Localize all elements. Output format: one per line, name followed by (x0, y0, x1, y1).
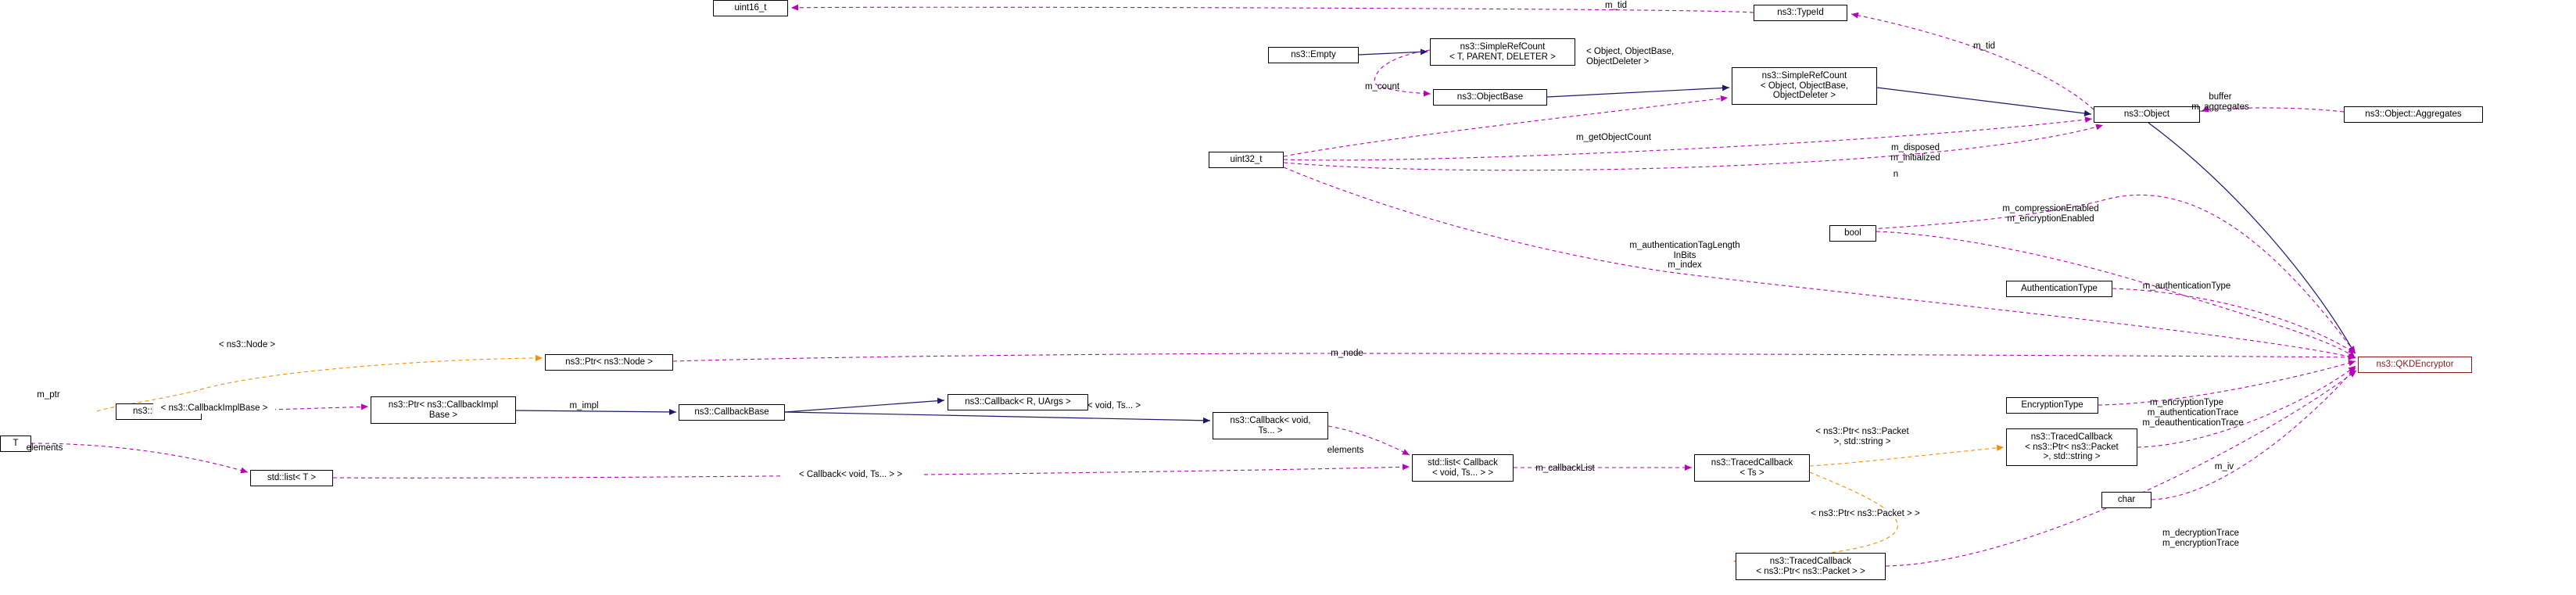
edge-label-ptr-packet-template: < ns3::Ptr< ns3::Packet > > (1795, 509, 1936, 519)
edge-label-ptr-packet-string-template: < ns3::Ptr< ns3::Packet >, std::string > (1815, 427, 1909, 446)
node-uint16-t[interactable]: uint16_t (713, 0, 788, 16)
node-ns3-ptr-node[interactable]: ns3::Ptr< ns3::Node > (545, 354, 673, 371)
edge-label-m-encryptiontype: m_encryptionType (2150, 398, 2223, 407)
node-ns3-object-aggregates[interactable]: ns3::Object::Aggregates (2344, 106, 2483, 123)
edge-label-m-authlen-index: m_authenticationTagLength InBits m_index (1629, 241, 1740, 270)
node-ns3-tracedcallback-ptr-packet-string[interactable]: ns3::TracedCallback < ns3::Ptr< ns3::Pac… (2006, 428, 2137, 466)
node-bool[interactable]: bool (1829, 225, 1876, 242)
edge-label-elements-2: elements (1327, 446, 1364, 455)
edge-label-n: n (1893, 170, 1899, 179)
node-ns3-objectbase[interactable]: ns3::ObjectBase (1433, 89, 1547, 106)
edge-label-m-authtrace: m_authenticationTrace m_deauthentication… (2142, 408, 2244, 428)
node-stdlist-t[interactable]: std::list< T > (250, 470, 333, 486)
node-ns3-qkdencryptor[interactable]: ns3::QKDEncryptor (2358, 357, 2472, 373)
node-encryption-type[interactable]: EncryptionType (2006, 397, 2098, 414)
edge-label-m-tid-2: m_tid (1972, 41, 1996, 51)
edge-label-m-decryption-encryption-trace: m_decryptionTrace m_encryptionTrace (2162, 529, 2239, 548)
edge-label-m-compression-encryption: m_compressionEnabled m_encryptionEnabled (2002, 204, 2099, 224)
node-t[interactable]: T (0, 435, 31, 452)
node-authentication-type[interactable]: AuthenticationType (2006, 281, 2112, 297)
edge-label-m-getobjectcount: m_getObjectCount (1576, 133, 1651, 142)
edge-label-elements-1: elements (26, 443, 63, 453)
node-ns3-simplerefcount-t[interactable]: ns3::SimpleRefCount < T, PARENT, DELETER… (1430, 38, 1575, 66)
node-ns3-empty[interactable]: ns3::Empty (1268, 47, 1359, 63)
node-ns3-callback-r-uargs[interactable]: ns3::Callback< R, UArgs > (948, 394, 1088, 410)
node-char[interactable]: char (2101, 492, 2151, 508)
edge-label-m-disposed: m_disposed m_initialized (1890, 143, 1940, 163)
edge-label-object-objectbase-deleter: < Object, ObjectBase, ObjectDeleter > (1586, 47, 1675, 66)
node-ns3-simplerefcount-object[interactable]: ns3::SimpleRefCount < Object, ObjectBase… (1732, 67, 1877, 105)
node-ns3-typeid[interactable]: ns3::TypeId (1754, 5, 1847, 21)
node-ns3-callback-void-ts[interactable]: ns3::Callback< void, Ts... > (1213, 412, 1328, 439)
edge-label-buffer-aggregates: buffer m_aggregates (2191, 92, 2249, 112)
edge-label-m-node: m_node (1331, 349, 1363, 358)
edge-label-m-count: m_count (1364, 82, 1400, 91)
node-ns3-ptr-callbackimplbase[interactable]: ns3::Ptr< ns3::CallbackImpl Base > (371, 396, 516, 424)
edge-label-m-callbacklist: m_callbackList (1535, 464, 1595, 473)
edge-label-m-tid-1: m_tid (1604, 1, 1628, 10)
node-stdlist-callback-void-ts[interactable]: std::list< Callback < void, Ts... > > (1412, 454, 1514, 482)
edge-label-m-authenticationtype: m_authenticationType (2142, 281, 2231, 291)
node-ns3-tracedcallback-ptr-packet[interactable]: ns3::TracedCallback < ns3::Ptr< ns3::Pac… (1736, 553, 1886, 580)
node-ns3-tracedcallback-ts[interactable]: ns3::TracedCallback < Ts > (1694, 454, 1810, 482)
edge-label-m-ptr: m_ptr (37, 390, 60, 400)
edge-label-callback-void-ts-template: < Callback< void, Ts... > > (780, 470, 921, 480)
edge-label-m-iv: m_iv (2214, 462, 2234, 471)
node-ns3-callbackbase[interactable]: ns3::CallbackBase (679, 404, 785, 421)
edge-label-ns3-callbackimplbase: < ns3::CallbackImplBase > (153, 403, 275, 414)
edge-label-m-impl: m_impl (569, 401, 599, 410)
edge-label-ns3-node-template: < ns3::Node > (218, 340, 276, 349)
node-ns3-object[interactable]: ns3::Object (2094, 106, 2200, 123)
node-uint32-t[interactable]: uint32_t (1209, 152, 1284, 168)
edge-label-void-ts-template: < void, Ts... > (1087, 401, 1141, 410)
